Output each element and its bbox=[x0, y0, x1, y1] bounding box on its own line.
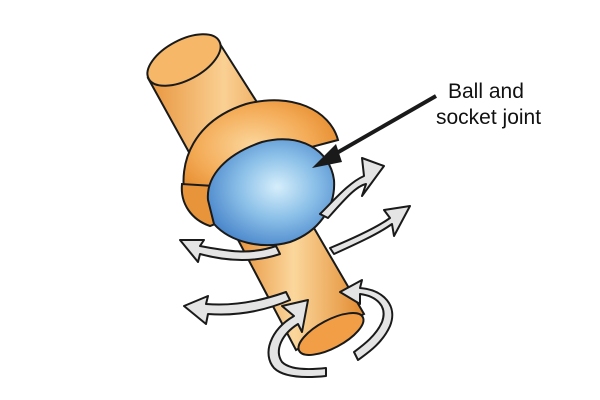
curved-arrow-icon bbox=[329, 205, 411, 255]
curved-arrow-icon bbox=[339, 279, 394, 361]
curved-arrow-icon bbox=[319, 157, 385, 219]
ball bbox=[206, 138, 336, 247]
curved-arrow-icon bbox=[267, 299, 327, 378]
annotation-label: Ball and socket joint bbox=[436, 80, 541, 129]
curved-arrow-icon bbox=[179, 239, 281, 263]
pointer-arrow-icon bbox=[312, 94, 437, 168]
annotation-line-1: Ball and bbox=[448, 80, 524, 103]
annotation-line-2: socket joint bbox=[436, 106, 541, 129]
curved-arrow-icon bbox=[183, 291, 291, 325]
